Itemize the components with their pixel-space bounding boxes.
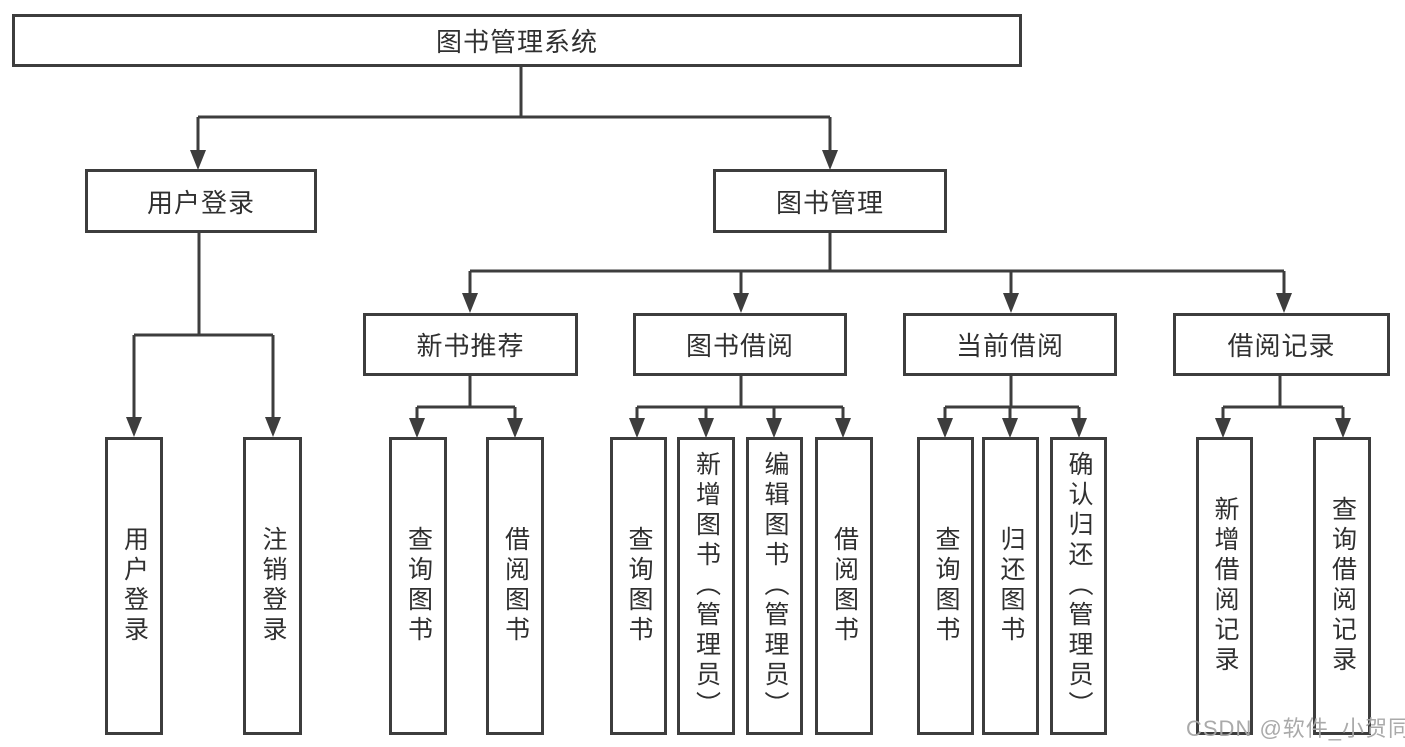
node-label: 用户登录 [146, 187, 255, 218]
arrowheads [126, 150, 1351, 438]
leaf-query-books-borrow: 查询图书 [610, 437, 667, 735]
leaf-confirm-return-admin: 确认归还（管理员） [1050, 437, 1107, 735]
node-label: 查询图书 [404, 526, 433, 646]
leaf-add-books-admin: 新增图书（管理员） [677, 437, 735, 735]
leaf-query-borrow-record: 查询借阅记录 [1313, 437, 1371, 735]
node-label: 图书管理 [775, 187, 884, 218]
leaf-return-books: 归还图书 [982, 437, 1039, 735]
node-new-book-recommend: 新书推荐 [363, 313, 578, 376]
node-label: 查询图书 [625, 526, 653, 646]
node-label: 借阅记录 [1227, 331, 1336, 361]
node-label: 图书借阅 [685, 331, 794, 361]
node-book-management: 图书管理 [713, 169, 947, 233]
node-label: 借阅图书 [830, 526, 859, 646]
node-current-borrow: 当前借阅 [903, 313, 1117, 376]
csdn-watermark: CSDN @软件_小贺同学 [1186, 716, 1405, 741]
node-label: 新增借阅记录 [1211, 496, 1239, 676]
node-label: 注销登录 [259, 526, 287, 646]
node-label: 借阅图书 [501, 526, 530, 646]
node-label: 归还图书 [997, 526, 1025, 646]
node-label: 查询借阅记录 [1328, 496, 1357, 676]
node-user-login: 用户登录 [85, 169, 317, 233]
leaf-query-books-recommend: 查询图书 [389, 437, 447, 735]
node-label: 查询图书 [932, 526, 960, 646]
leaf-edit-books-admin: 编辑图书（管理员） [746, 437, 803, 735]
node-label: 新书推荐 [416, 331, 525, 361]
node-label: 新增图书（管理员） [692, 451, 721, 721]
node-label: 确认归还（管理员） [1065, 451, 1093, 721]
leaf-add-borrow-record: 新增借阅记录 [1196, 437, 1253, 735]
node-root: 图书管理系统 [12, 14, 1022, 67]
leaf-borrow-books: 借阅图书 [815, 437, 873, 735]
node-book-borrow: 图书借阅 [633, 313, 847, 376]
node-label: 用户登录 [120, 526, 149, 646]
leaf-borrow-books-recommend: 借阅图书 [486, 437, 544, 735]
node-label: 编辑图书（管理员） [761, 451, 789, 721]
leaf-user-login: 用户登录 [105, 437, 163, 735]
node-borrow-record: 借阅记录 [1173, 313, 1390, 376]
node-label: 当前借阅 [955, 331, 1064, 361]
leaf-query-books-current: 查询图书 [917, 437, 974, 735]
leaf-logout: 注销登录 [243, 437, 302, 735]
node-label: 图书管理系统 [435, 27, 598, 57]
